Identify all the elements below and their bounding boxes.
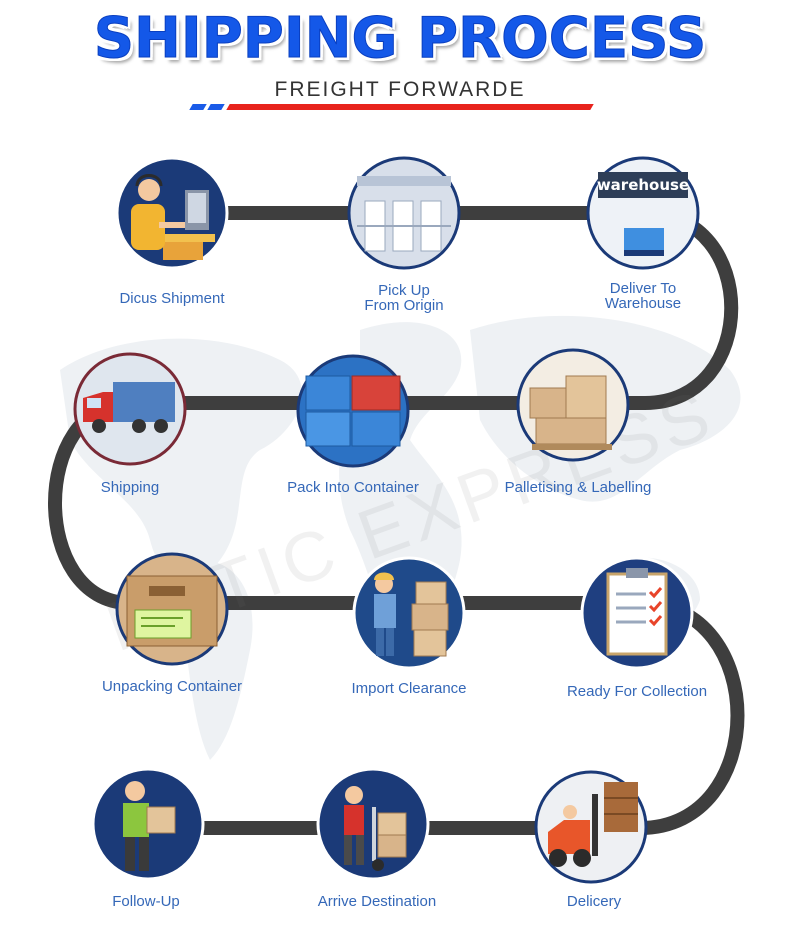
open-box-icon bbox=[115, 552, 229, 666]
forklift-icon bbox=[534, 770, 648, 884]
step-label-5: Pack Into Container bbox=[287, 479, 419, 496]
worker-boxes-icon bbox=[352, 556, 466, 670]
delivery-person-icon bbox=[91, 767, 205, 881]
containers-icon bbox=[296, 354, 410, 468]
step-label-12: Follow-Up bbox=[112, 893, 180, 910]
checklist-icon bbox=[580, 556, 694, 670]
customer-service-icon bbox=[115, 156, 229, 270]
page-title: SHIPPING PROCESS bbox=[93, 6, 707, 72]
warehouse-interior-icon bbox=[347, 156, 461, 270]
step-label-10: Delicery bbox=[566, 893, 622, 910]
step-label-11: Arrive Destination bbox=[317, 893, 437, 910]
step-label-8: Import Clearance bbox=[351, 680, 467, 697]
page-subtitle: FREIGHT FORWARDE bbox=[274, 78, 526, 101]
step-label-2: Pick Up From Origin bbox=[364, 282, 444, 314]
warehouse-sign: warehouse bbox=[597, 176, 689, 194]
step-label-9: Ready For Collection bbox=[566, 683, 708, 700]
warehouse-building-icon: warehouse bbox=[586, 156, 700, 270]
step-label-3: Deliver To Warehouse bbox=[604, 280, 682, 312]
pallet-boxes-icon bbox=[516, 348, 630, 462]
hand-truck-icon bbox=[316, 767, 430, 881]
truck-icon bbox=[73, 352, 187, 466]
step-label-4: Palletising & Labelling bbox=[504, 479, 652, 496]
step-label-6: Shipping bbox=[100, 479, 160, 496]
step-label-1: Dicus Shipment bbox=[119, 290, 225, 307]
step-label-7: Unpacking Container bbox=[101, 678, 243, 695]
